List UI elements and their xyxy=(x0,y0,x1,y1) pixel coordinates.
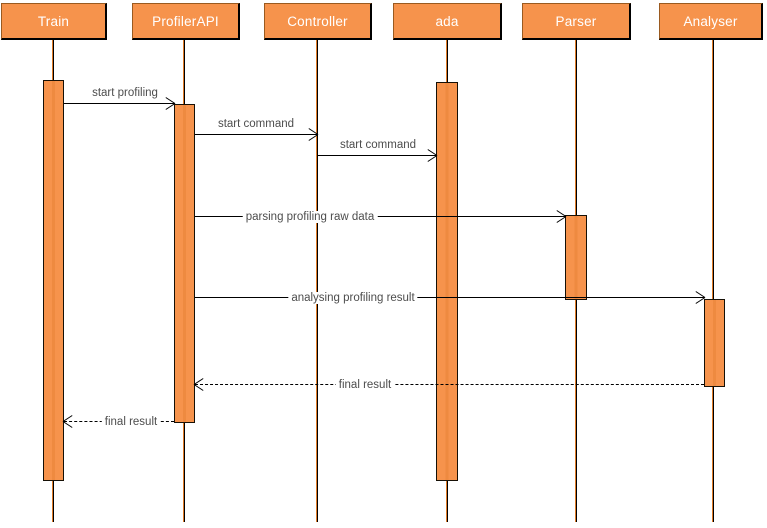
message-label: final result xyxy=(101,416,161,428)
message-start-command-2 xyxy=(317,149,438,162)
actor-controller-label: Controller xyxy=(287,13,348,29)
activation-parser xyxy=(565,215,587,300)
actor-analyser: Analyser xyxy=(659,3,763,40)
arrowhead-icon xyxy=(62,421,73,428)
actor-train-label: Train xyxy=(37,13,70,29)
actor-parser-label: Parser xyxy=(555,13,597,29)
activation-analyser xyxy=(704,299,725,387)
message-label: start command xyxy=(339,139,417,151)
actor-analyser-label: Analyser xyxy=(683,13,738,29)
activation-profilerapi xyxy=(174,104,195,423)
message-label: start profiling xyxy=(92,87,158,99)
message-parsing-raw-data xyxy=(195,210,567,223)
actor-profilerapi-label: ProfilerAPI xyxy=(152,13,219,29)
arrowhead-icon xyxy=(193,384,204,391)
message-label: parsing profiling raw data xyxy=(242,211,378,223)
actor-train: Train xyxy=(1,3,107,40)
message-label: start command xyxy=(217,118,295,130)
actor-profilerapi: ProfilerAPI xyxy=(132,3,240,40)
arrowhead-icon xyxy=(62,415,73,422)
lifeline-controller xyxy=(316,40,318,522)
message-final-result-1 xyxy=(193,378,704,391)
lifeline-analyser xyxy=(712,40,714,522)
actor-ada-label: ada xyxy=(435,13,459,29)
message-start-command-1 xyxy=(195,128,319,141)
message-label: final result xyxy=(335,379,395,391)
message-analysing-result xyxy=(195,291,706,304)
actor-ada: ada xyxy=(393,3,502,40)
actor-controller: Controller xyxy=(264,3,372,40)
arrowhead-icon xyxy=(193,378,204,385)
actor-parser: Parser xyxy=(522,3,631,40)
activation-ada xyxy=(436,82,458,481)
message-start-profiling xyxy=(64,97,176,110)
activation-train xyxy=(43,80,64,481)
message-label: analysing profiling result xyxy=(288,292,418,304)
